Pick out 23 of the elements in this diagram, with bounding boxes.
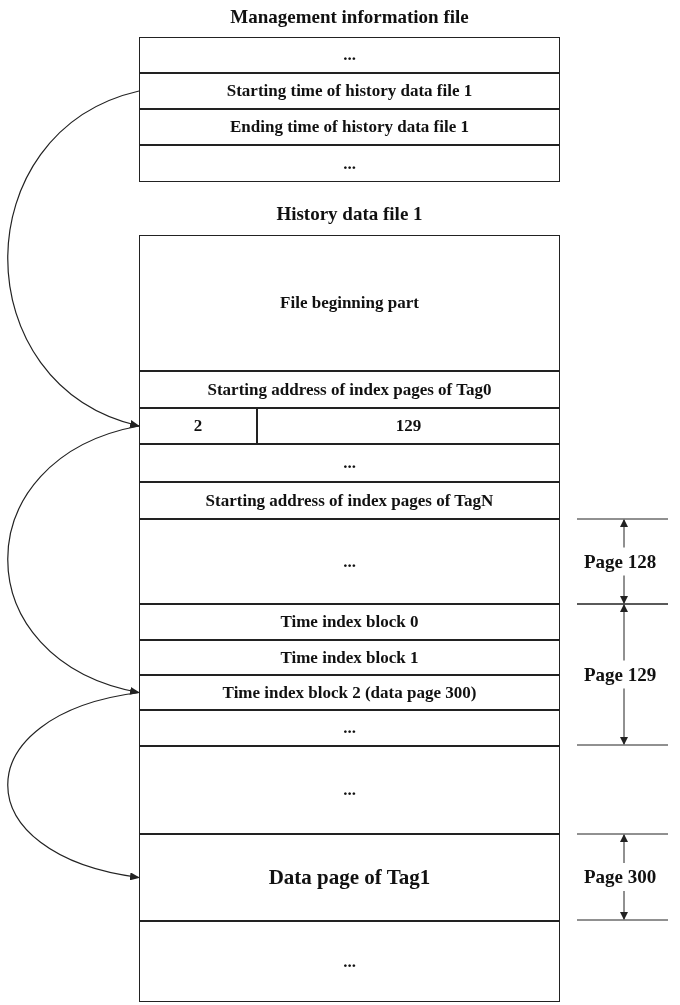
memory-block: Time index block 2 (data page 300) bbox=[139, 675, 560, 710]
memory-block: ... bbox=[139, 746, 560, 834]
memory-block: ... bbox=[139, 921, 560, 1002]
memory-block: Data page of Tag1 bbox=[139, 834, 560, 921]
memory-block: ... bbox=[139, 444, 560, 482]
arrow bbox=[7, 425, 140, 694]
memory-block: Time index block 1 bbox=[139, 640, 560, 675]
file-title: History data file 1 bbox=[275, 203, 424, 225]
memory-block: ... bbox=[139, 37, 560, 73]
memory-block: ... bbox=[139, 519, 560, 604]
memory-block: Starting time of history data file 1 bbox=[139, 73, 560, 109]
arrow bbox=[7, 691, 140, 880]
memory-block: 129 bbox=[257, 408, 560, 444]
memory-block: ... bbox=[139, 145, 560, 182]
memory-block: 2 bbox=[139, 408, 257, 444]
memory-block: Starting address of index pages of TagN bbox=[139, 482, 560, 519]
memory-block: Time index block 0 bbox=[139, 604, 560, 640]
memory-block: Starting address of index pages of Tag0 bbox=[139, 371, 560, 408]
file-title: Management information file bbox=[229, 6, 470, 28]
memory-block: File beginning part bbox=[139, 235, 560, 371]
arrow bbox=[7, 90, 140, 427]
memory-block: ... bbox=[139, 710, 560, 746]
memory-block: Ending time of history data file 1 bbox=[139, 109, 560, 145]
